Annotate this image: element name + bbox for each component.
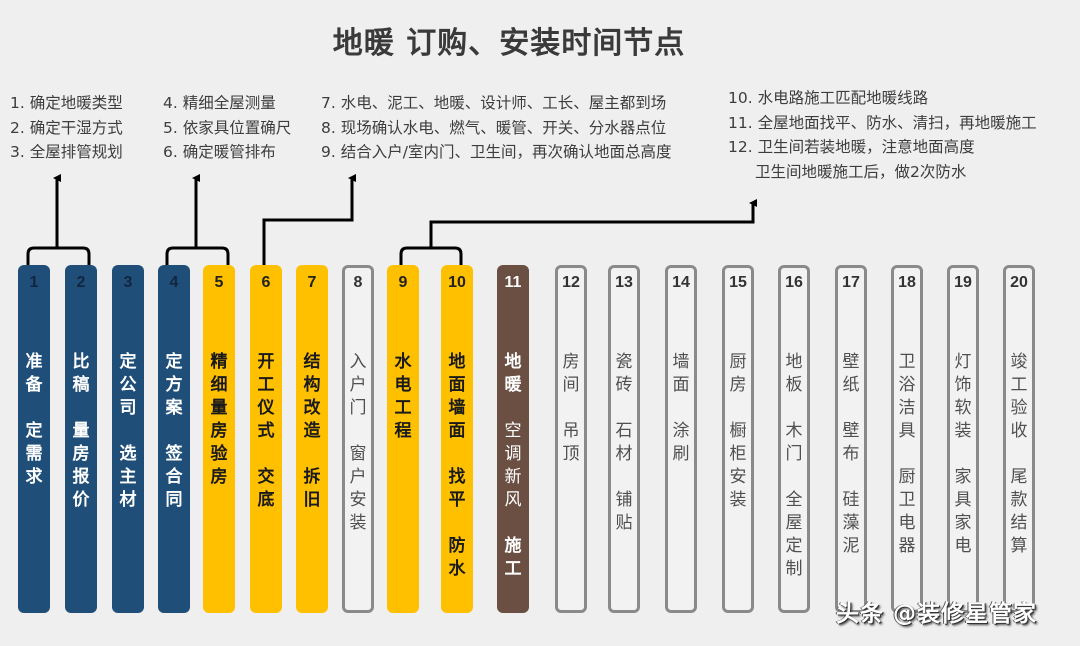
step-column-18: 18 卫浴洁具厨卫电器	[891, 265, 923, 613]
step-number: 2	[76, 274, 86, 291]
arrow-to-notes-3	[262, 174, 356, 266]
step-column-11: 11 地暖空调新风施工	[497, 265, 529, 613]
step-label: 厨房橱柜安装	[729, 352, 747, 510]
step-column-1: 1 准备定需求	[18, 265, 50, 613]
notes-group-3: 7. 水电、泥工、地暖、设计师、工长、屋主都到场 8. 现场确认水电、燃气、暖管…	[321, 91, 671, 165]
step-column-16: 16 地板木门全屋定制	[778, 265, 810, 613]
notes-group-4: 10. 水电路施工匹配地暖线路 11. 全屋地面找平、防水、清扫，再地暖施工 1…	[728, 86, 1037, 184]
step-column-19: 19 灯饰软装家具家电	[947, 265, 979, 613]
step-label: 壁纸壁布硅藻泥	[842, 352, 860, 556]
bracket-9-10	[399, 246, 463, 266]
step-label: 地板木门全屋定制	[785, 352, 803, 579]
step-number: 14	[672, 274, 690, 291]
step-label: 准备定需求	[25, 352, 43, 487]
note-item: 8. 现场确认水电、燃气、暖管、开关、分水器点位	[321, 118, 667, 137]
step-column-7: 7 结构改造拆旧	[296, 265, 328, 613]
step-label: 竣工验收尾款结算	[1010, 352, 1028, 556]
note-item: 4. 精细全屋测量	[163, 94, 276, 112]
watermark: 头条 @装修星管家	[836, 601, 1038, 627]
note-item: 卫生间地暖施工后，做2次防水	[755, 162, 967, 181]
step-column-17: 17 壁纸壁布硅藻泥	[835, 265, 867, 613]
note-item: 5. 依家具位置确尺	[163, 118, 292, 137]
step-label: 卫浴洁具厨卫电器	[898, 352, 916, 556]
step-number: 15	[729, 274, 747, 291]
step-column-15: 15 厨房橱柜安装	[722, 265, 754, 613]
step-number: 10	[448, 274, 466, 291]
step-number: 6	[261, 274, 271, 291]
step-label: 地暖空调新风施工	[504, 352, 522, 579]
bracket-1-2	[26, 246, 91, 266]
step-label: 灯饰软装家具家电	[954, 352, 972, 556]
step-label: 结构改造拆旧	[303, 352, 321, 510]
step-label: 水电工程	[394, 352, 412, 441]
step-number: 17	[842, 274, 860, 291]
step-label: 地面墙面找平防水	[448, 352, 466, 579]
step-column-3: 3 定公司选主材	[112, 265, 144, 613]
step-label: 定方案签合同	[165, 352, 183, 510]
note-item: 6. 确定暖管排布	[163, 143, 276, 161]
step-label: 瓷砖石材铺贴	[615, 352, 633, 533]
bracket-4-5	[165, 246, 230, 266]
notes-group-1: 1. 确定地暖类型 2. 确定干湿方式 3. 全屋排管规划	[10, 91, 123, 165]
step-number: 5	[214, 274, 224, 291]
step-column-5: 5 精细量房验房	[203, 265, 235, 613]
step-column-14: 14 墙面涂刷	[665, 265, 697, 613]
step-number: 13	[615, 274, 633, 291]
step-number: 3	[123, 274, 133, 291]
note-item: 3. 全屋排管规划	[10, 143, 123, 161]
note-item: 9. 结合入户/室内门、卫生间，再次确认地面总高度	[321, 143, 672, 161]
step-label: 定公司选主材	[119, 352, 137, 510]
step-number: 7	[307, 274, 317, 291]
step-number: 19	[954, 274, 972, 291]
step-number: 8	[353, 274, 363, 291]
step-column-13: 13 瓷砖石材铺贴	[608, 265, 640, 613]
notes-group-2: 4. 精细全屋测量 5. 依家具位置确尺 6. 确定暖管排布	[163, 91, 291, 165]
step-column-10: 10 地面墙面找平防水	[441, 265, 473, 613]
step-column-4: 4 定方案签合同	[158, 265, 190, 613]
step-number: 9	[398, 274, 408, 291]
arrow-to-notes-4	[429, 199, 757, 248]
step-number: 4	[169, 274, 179, 291]
step-label: 比稿量房报价	[72, 352, 90, 510]
note-item: 1. 确定地暖类型	[10, 94, 123, 112]
step-number: 11	[504, 274, 522, 291]
note-item: 12. 卫生间若装地暖，注意地面高度	[728, 138, 975, 156]
note-item: 11. 全屋地面找平、防水、清扫，再地暖施工	[728, 113, 1037, 132]
step-label: 精细量房验房	[210, 352, 228, 487]
step-column-6: 6 开工仪式交底	[250, 265, 282, 613]
note-item: 2. 确定干湿方式	[10, 118, 123, 137]
step-column-8: 8 入户门窗户安装	[342, 265, 374, 613]
step-number: 20	[1010, 274, 1028, 291]
page-title: 地暖 订购、安装时间节点	[332, 26, 686, 61]
step-label: 房间吊顶	[562, 352, 580, 464]
note-item: 10. 水电路施工匹配地暖线路	[728, 89, 929, 107]
step-column-2: 2 比稿量房报价	[65, 265, 97, 613]
step-label: 开工仪式交底	[257, 352, 275, 510]
note-item: 7. 水电、泥工、地暖、设计师、工长、屋主都到场	[321, 94, 667, 112]
step-column-12: 12 房间吊顶	[555, 265, 587, 613]
step-number: 12	[562, 274, 580, 291]
step-column-20: 20 竣工验收尾款结算	[1003, 265, 1035, 613]
step-column-9: 9 水电工程	[387, 265, 419, 613]
step-number: 1	[29, 274, 39, 291]
step-number: 18	[898, 274, 916, 291]
step-label: 入户门窗户安装	[349, 352, 367, 533]
step-number: 16	[785, 274, 803, 291]
step-label: 墙面涂刷	[672, 352, 690, 464]
